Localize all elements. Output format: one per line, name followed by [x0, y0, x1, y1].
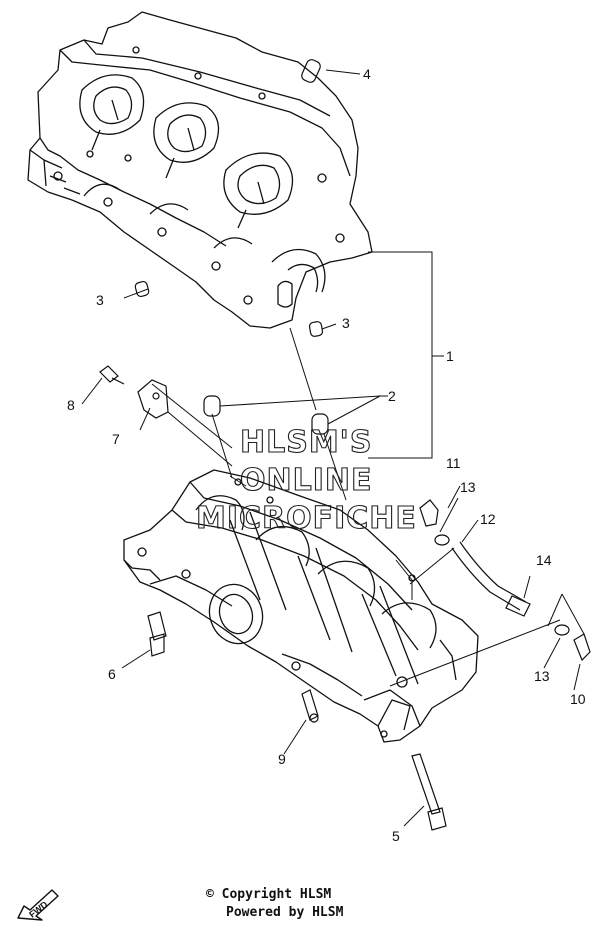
bolt-8 — [99, 365, 125, 385]
elbow-fitting-10 — [573, 633, 591, 662]
bolt-6 — [147, 611, 167, 657]
hose-12 — [451, 541, 527, 611]
watermark: HLSM'S ONLINE MICROFICHE — [195, 424, 417, 536]
clamp-13-lower — [554, 624, 570, 636]
dowel-pin-3-left — [134, 280, 150, 298]
callout-5: 5 — [392, 828, 400, 844]
copyright-text: © Copyright HLSM — [206, 887, 332, 902]
callout-13-lower: 13 — [534, 668, 550, 684]
lower-crankcase — [123, 469, 479, 743]
callout-12: 12 — [480, 511, 496, 527]
powered-by-text: Powered by HLSM — [226, 905, 344, 920]
clamp-13-upper — [434, 534, 450, 546]
callout-2: 2 — [388, 388, 396, 404]
callout-9: 9 — [278, 751, 286, 767]
watermark-line-3: MICROFICHE — [196, 501, 417, 536]
upper-crankcase — [27, 11, 373, 329]
bracket-7 — [137, 379, 169, 419]
callout-1: 1 — [446, 348, 454, 364]
fasteners-and-fittings — [99, 59, 591, 831]
fwd-arrow-icon: FWD — [17, 889, 59, 921]
leader-lines — [81, 69, 585, 827]
callout-10: 10 — [570, 691, 586, 707]
callout-3-right: 3 — [342, 315, 350, 331]
fitting-9 — [301, 689, 319, 723]
stud-5 — [411, 753, 447, 831]
dowel-pin-4 — [301, 59, 321, 83]
callouts: 4 3 3 1 8 2 7 11 13 12 14 6 13 10 9 5 — [67, 66, 586, 844]
watermark-line-2: ONLINE — [240, 463, 373, 498]
callout-11: 11 — [446, 455, 461, 471]
hose-sleeve-14 — [505, 595, 531, 617]
callout-8: 8 — [67, 397, 75, 413]
callout-14: 14 — [536, 552, 552, 568]
callout-7: 7 — [112, 431, 120, 447]
dowel-pin-3-right — [308, 321, 324, 337]
elbow-fitting-11 — [419, 499, 439, 527]
callout-6: 6 — [108, 666, 116, 682]
callout-3-left: 3 — [96, 292, 104, 308]
sleeve-2-left — [203, 395, 221, 417]
callout-4: 4 — [363, 66, 371, 82]
callout-13-upper: 13 — [460, 479, 476, 495]
watermark-line-1: HLSM'S — [240, 425, 372, 460]
